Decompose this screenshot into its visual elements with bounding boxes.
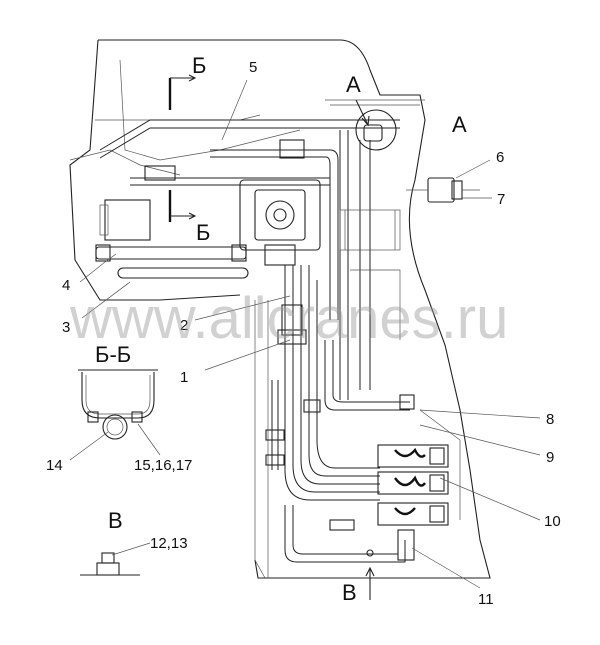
callout-11: 11 bbox=[478, 591, 494, 608]
section-b-cut-marks bbox=[168, 74, 197, 222]
callout-9: 9 bbox=[546, 449, 554, 466]
view-a-marker bbox=[355, 99, 397, 151]
callout-15-17: 15,16,17 bbox=[134, 457, 192, 474]
vertical-pipe-bundle bbox=[265, 265, 410, 501]
callout-8: 8 bbox=[546, 411, 554, 428]
view-a-fitting bbox=[406, 159, 492, 203]
callout-6: 6 bbox=[496, 149, 504, 166]
callout-12-13: 12,13 bbox=[150, 535, 188, 552]
return-line bbox=[284, 505, 415, 563]
view-v-arrow-label: В bbox=[342, 580, 357, 605]
left-bracket bbox=[99, 199, 151, 241]
callout-3: 3 bbox=[62, 319, 70, 336]
callout-5: 5 bbox=[249, 59, 257, 76]
callout-10: 10 bbox=[544, 513, 561, 530]
section-b-label-bottom: Б bbox=[196, 220, 210, 245]
control-valve-block bbox=[377, 394, 449, 526]
callout-4: 4 bbox=[62, 277, 70, 294]
section-bb-title: Б-Б bbox=[95, 342, 131, 367]
top-pipe-bundle bbox=[99, 119, 400, 400]
pump-unit bbox=[239, 179, 321, 345]
tube-3 bbox=[117, 267, 249, 279]
right-frame bbox=[339, 209, 461, 520]
callout-2: 2 bbox=[180, 317, 188, 334]
watermark: www.allcranes.ru bbox=[69, 286, 508, 351]
view-v-title: В bbox=[108, 508, 123, 533]
view-a-callout: А bbox=[346, 72, 361, 97]
hose-4 bbox=[95, 244, 247, 262]
view-v-fitting bbox=[80, 542, 151, 576]
section-b-label-top: Б bbox=[192, 53, 206, 78]
callout-7: 7 bbox=[497, 191, 505, 208]
view-a-title: А bbox=[452, 112, 467, 137]
leader-lines bbox=[69, 79, 541, 589]
callout-1: 1 bbox=[180, 369, 188, 386]
section-bb-detail bbox=[78, 369, 158, 440]
view-v-arrow bbox=[365, 566, 375, 600]
callout-14: 14 bbox=[46, 457, 63, 474]
